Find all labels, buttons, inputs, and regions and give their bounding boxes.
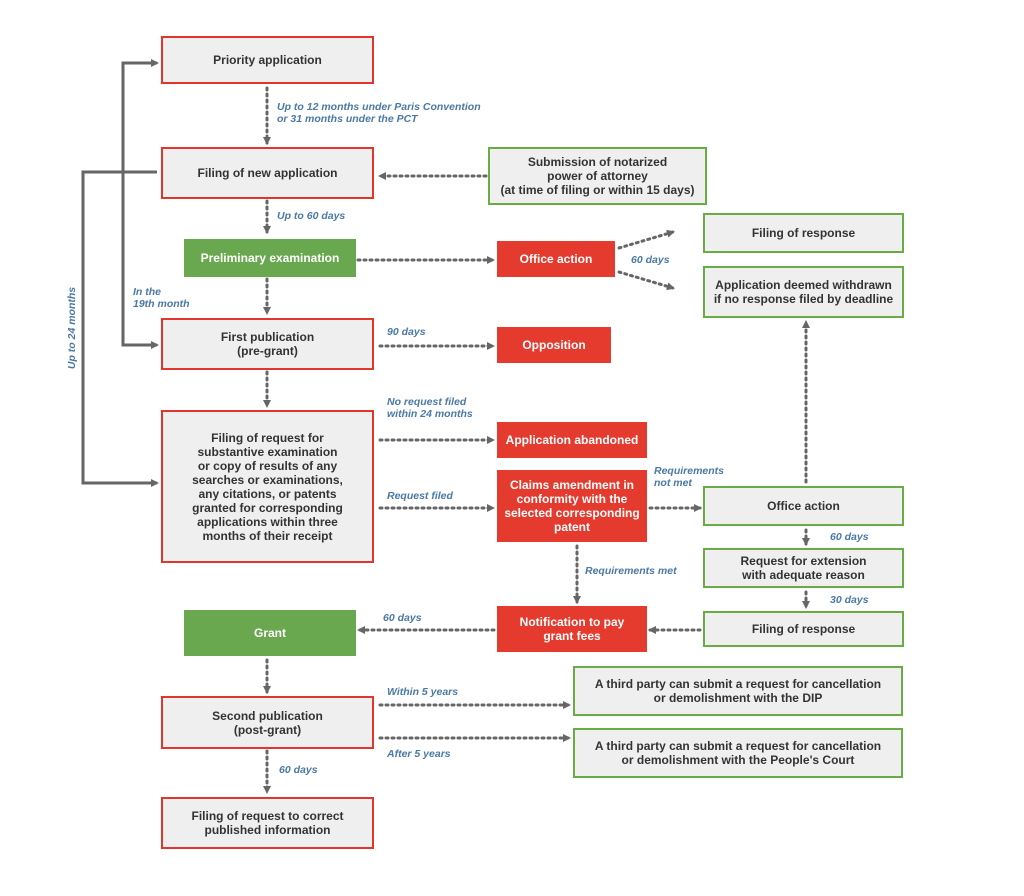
request-substantive-exam-box: Filing of request for substantive examin… (161, 410, 374, 563)
label-19th-month: In the 19th month (133, 286, 190, 310)
label-60-days-grant: 60 days (383, 612, 422, 624)
grant-box: Grant (184, 610, 356, 656)
arrow-oa-to-response (619, 232, 673, 248)
label-90-days: 90 days (387, 326, 426, 338)
filing-new-application-box: Filing of new application (161, 147, 374, 199)
label-60-days-correct: 60 days (279, 764, 318, 776)
label-up-to-60-days: Up to 60 days (277, 210, 345, 222)
filing-response-1-box: Filing of response (703, 213, 904, 253)
notarized-poa-box: Submission of notarized power of attorne… (488, 147, 707, 205)
label-request-filed: Request filed (387, 490, 453, 502)
request-extension-box: Request for extension with adequate reas… (703, 548, 904, 588)
label-requirements-not-met: Requirements not met (654, 465, 724, 489)
preliminary-examination-box: Preliminary examination (184, 239, 356, 277)
label-up-to-24-months: Up to 24 months (66, 278, 78, 378)
label-30-days: 30 days (830, 594, 869, 606)
label-paris-pct: Up to 12 months under Paris Convention o… (277, 101, 481, 125)
application-withdrawn-box: Application deemed withdrawn if no respo… (703, 266, 904, 318)
application-abandoned-box: Application abandoned (497, 422, 647, 458)
third-party-dip-box: A third party can submit a request for c… (573, 666, 903, 716)
notification-grant-fees-box: Notification to pay grant fees (497, 606, 647, 652)
label-requirements-met: Requirements met (585, 565, 677, 577)
office-action-1-box: Office action (497, 241, 615, 277)
label-after-5-years: After 5 years (387, 748, 451, 760)
second-publication-box: Second publication (post-grant) (161, 696, 374, 749)
third-party-court-box: A third party can submit a request for c… (573, 728, 903, 778)
label-no-request-filed: No request filed within 24 months (387, 396, 473, 420)
filing-response-2-box: Filing of response (703, 611, 904, 647)
label-60-days-ext: 60 days (830, 531, 869, 543)
correct-published-info-box: Filing of request to correct published i… (161, 797, 374, 849)
label-60-days-oa: 60 days (631, 254, 670, 266)
claims-amendment-box: Claims amendment in conformity with the … (497, 470, 647, 542)
opposition-box: Opposition (497, 327, 611, 363)
label-within-5-years: Within 5 years (387, 686, 458, 698)
office-action-2-box: Office action (703, 486, 904, 526)
bracket-24-months (83, 172, 157, 483)
priority-application-box: Priority application (161, 36, 374, 84)
first-publication-box: First publication (pre-grant) (161, 318, 374, 370)
arrow-oa-to-withdrawn (619, 272, 673, 288)
